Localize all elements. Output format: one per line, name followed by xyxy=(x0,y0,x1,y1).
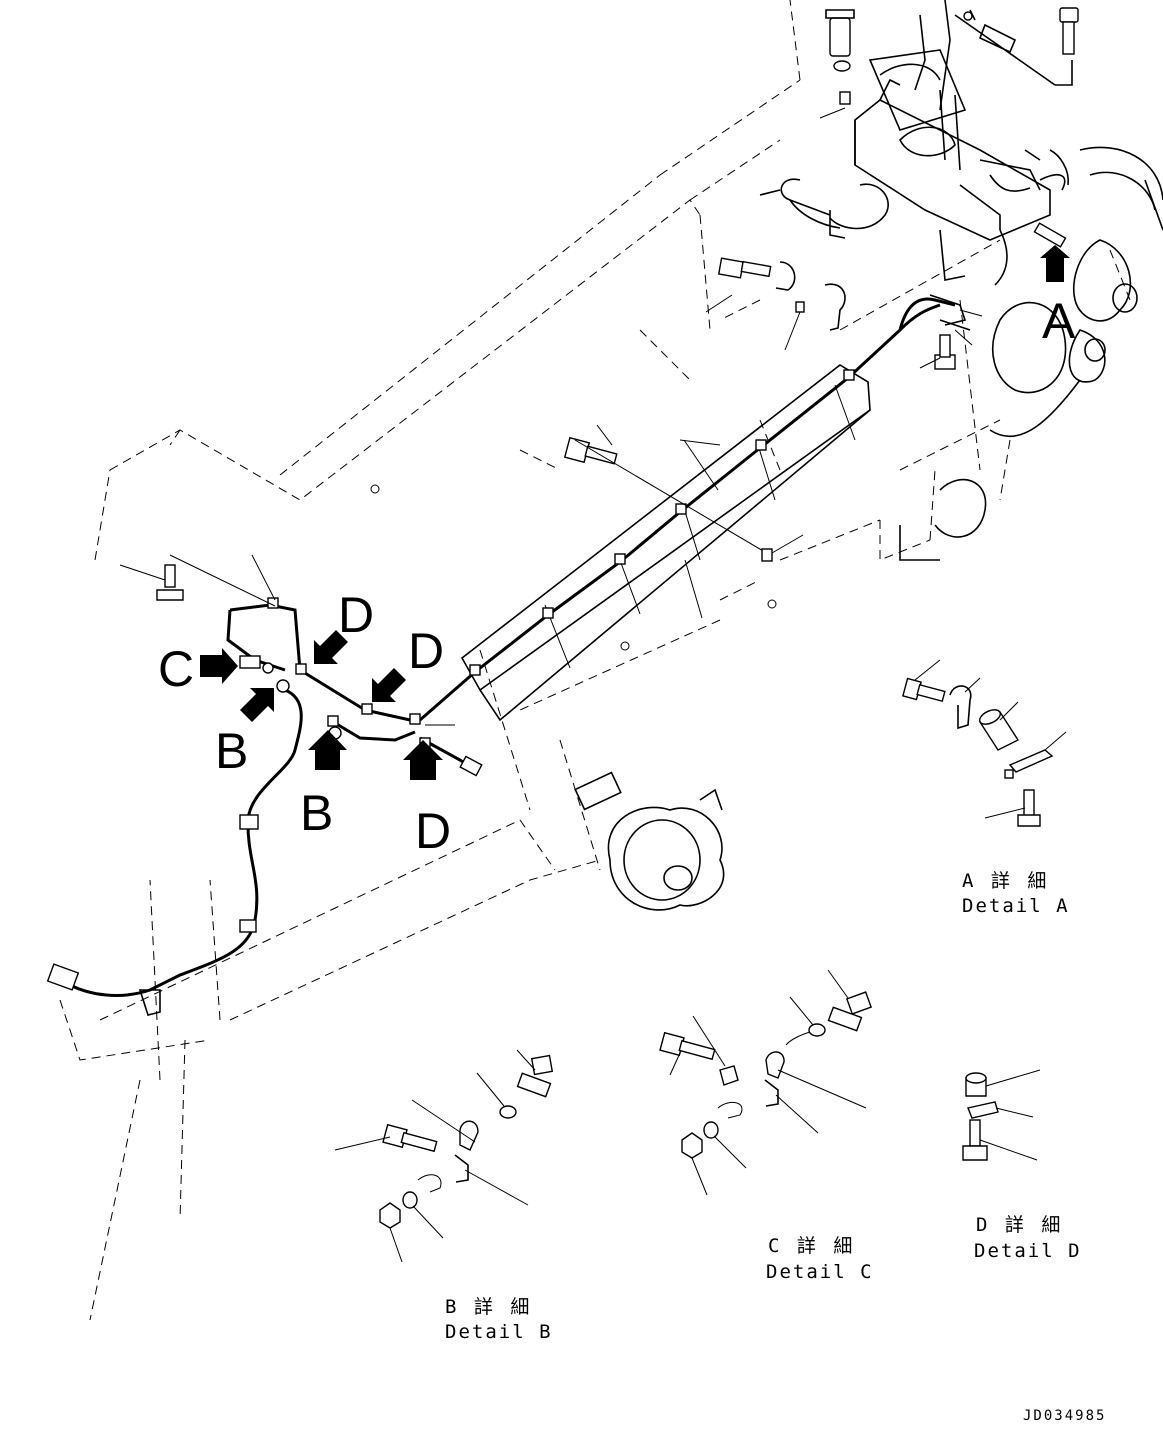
main-view-hardware xyxy=(119,107,1067,726)
arrow-b1-icon xyxy=(240,688,274,722)
detail-b-exploded-view xyxy=(334,1049,554,1263)
callout-label-c: C xyxy=(158,641,194,697)
control-valve-assembly xyxy=(759,0,1079,286)
detail-d-title-en: Detail D xyxy=(974,1240,1082,1262)
detail-b-title-jp: B 詳 細 xyxy=(445,1296,532,1318)
machine-frame-outline xyxy=(59,0,1131,1321)
arrow-b2-icon xyxy=(308,730,347,770)
arrow-d2-icon xyxy=(372,668,406,702)
callout-label-d3: D xyxy=(415,803,451,859)
detail-a-exploded-view xyxy=(902,659,1067,827)
detail-c-title-en: Detail C xyxy=(766,1261,874,1283)
document-id: JD034985 xyxy=(1023,1408,1106,1424)
arrow-d3-icon xyxy=(403,740,443,780)
arrow-d1-icon xyxy=(314,630,348,664)
detail-c-title-jp: C 詳 細 xyxy=(768,1235,855,1257)
detail-a-title-en: Detail A xyxy=(962,895,1070,917)
arrow-a-icon xyxy=(1040,245,1070,282)
callout-label-d2: D xyxy=(408,623,444,679)
detail-a-title-jp: A 詳 細 xyxy=(962,870,1049,892)
detail-d-exploded-view xyxy=(962,1069,1041,1161)
detail-d-title-jp: D 詳 細 xyxy=(976,1214,1063,1236)
callout-label-a: A xyxy=(1042,293,1076,349)
arrow-c-icon xyxy=(200,648,238,684)
wiring-harness xyxy=(46,297,956,1016)
callout-arrows xyxy=(200,245,1070,780)
engine-pulley xyxy=(574,771,725,911)
detail-b-title-en: Detail B xyxy=(445,1321,553,1343)
callout-label-b2: B xyxy=(300,785,333,841)
detail-c-exploded-view xyxy=(659,969,873,1196)
harness-cover-plate xyxy=(460,364,871,722)
callout-label-b1: B xyxy=(215,723,248,779)
transmission-housing xyxy=(899,146,1163,561)
callout-label-d1: D xyxy=(338,587,374,643)
